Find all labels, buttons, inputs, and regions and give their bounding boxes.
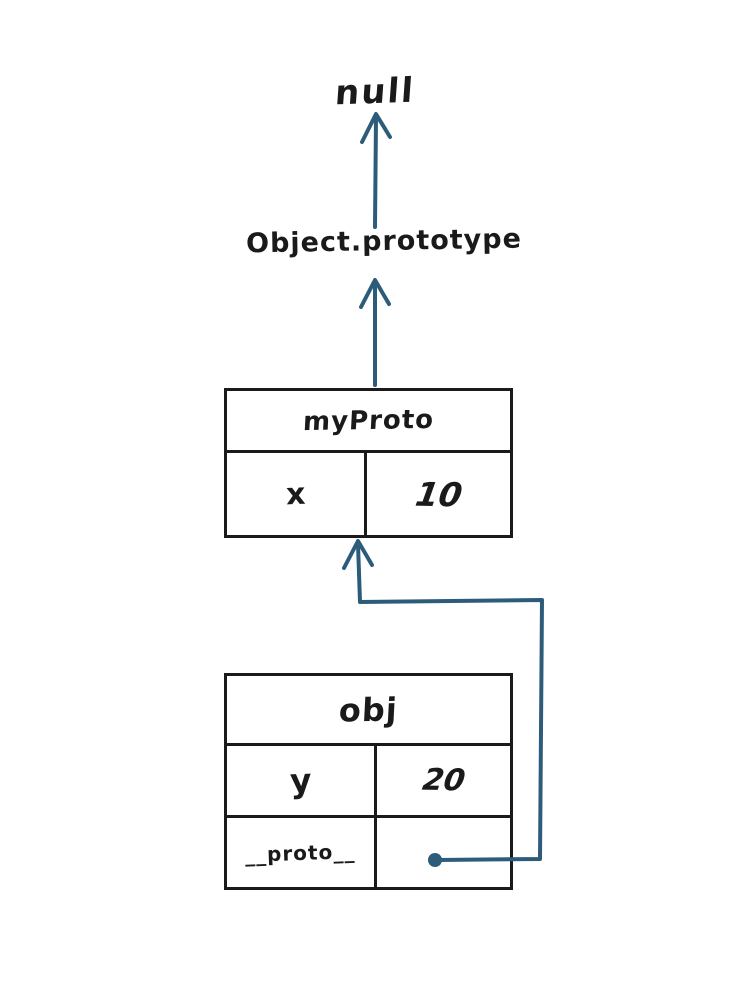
obj-box: obj y 20 __proto__ (224, 673, 513, 890)
obj-value-text: 20 (419, 762, 468, 799)
obj-proto-key-text: __proto__ (244, 838, 356, 867)
null-label: null (333, 70, 417, 114)
obj-proto-value-cell (377, 818, 510, 887)
myproto-box: myProto x 10 (224, 388, 513, 538)
myproto-row-x: x 10 (227, 453, 510, 535)
myproto-box-title: myProto (227, 391, 510, 453)
myproto-value-text: 10 (412, 474, 465, 514)
obj-row-y: y 20 (227, 746, 510, 815)
obj-key-cell: y (227, 746, 377, 815)
myproto-to-objproto-arrowhead (359, 278, 391, 309)
object-prototype-label: Object.prototype (245, 223, 523, 260)
obj-proto-key-cell: __proto__ (227, 818, 377, 887)
objproto-to-null-arrow-shaft (373, 116, 378, 229)
obj-key-text: y (289, 760, 312, 801)
objproto-to-null-arrowhead (360, 112, 392, 144)
obj-box-title: obj (227, 676, 510, 746)
obj-value-cell: 20 (377, 746, 510, 815)
myproto-key-cell: x (227, 453, 367, 535)
myproto-title-text: myProto (302, 404, 435, 437)
obj-to-myproto-arrowhead (342, 539, 374, 570)
obj-row-proto: __proto__ (227, 815, 510, 887)
myproto-key-text: x (285, 476, 306, 512)
obj-title-text: obj (338, 689, 399, 730)
myproto-value-cell: 10 (367, 453, 510, 535)
